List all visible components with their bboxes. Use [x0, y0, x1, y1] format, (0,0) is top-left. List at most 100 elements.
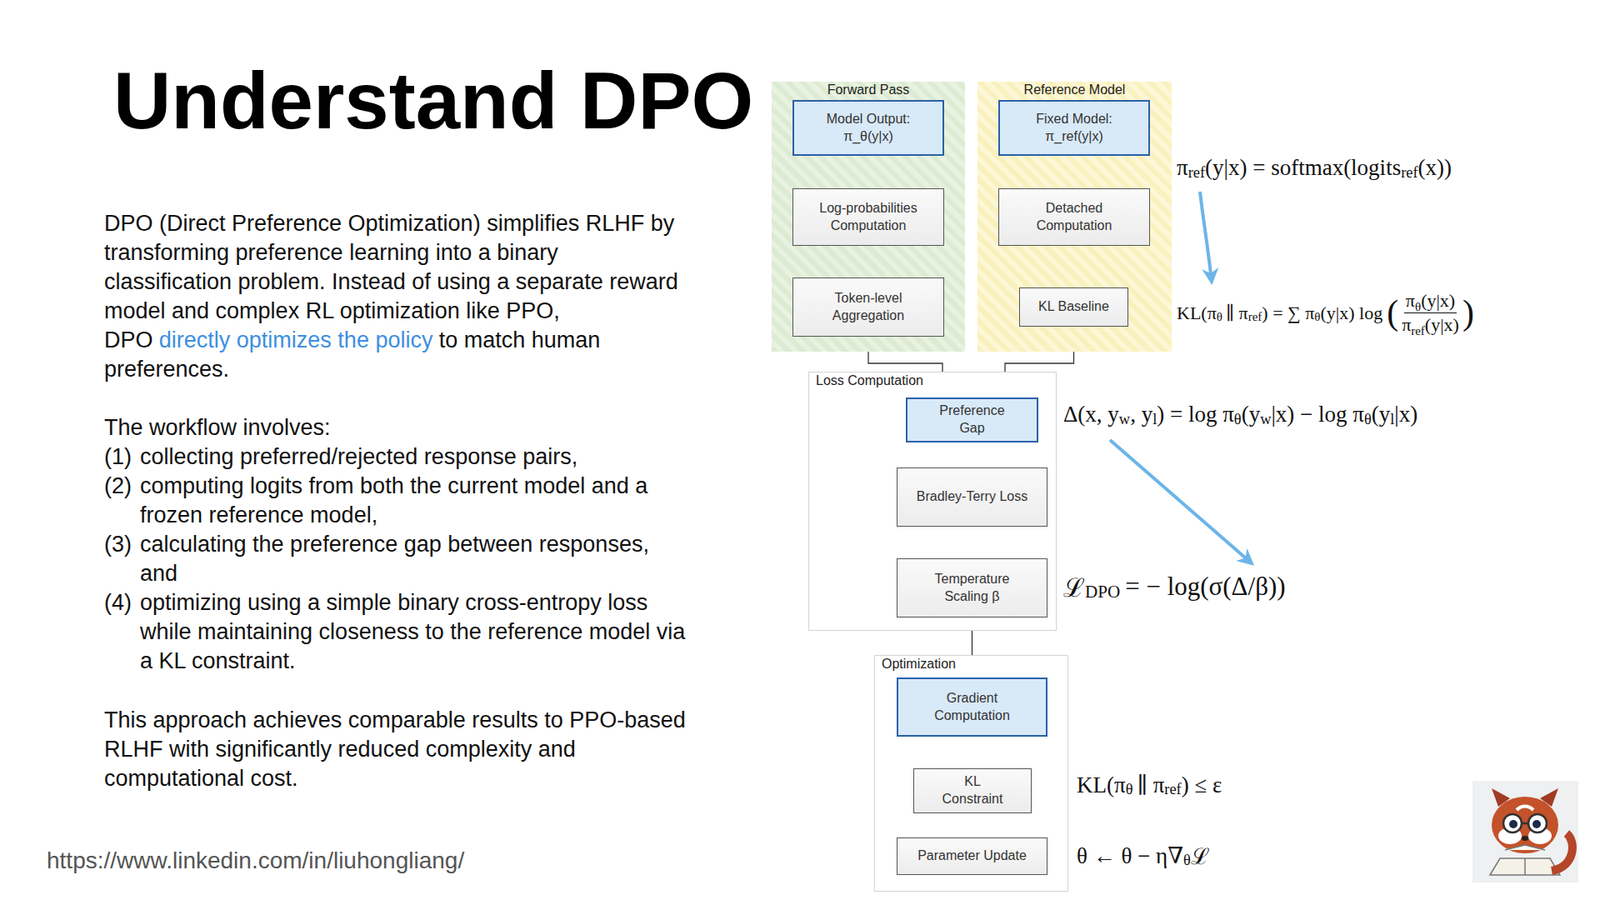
- list-text: collecting preferred/rejected response p…: [140, 442, 578, 472]
- formula-part: KL(π: [1076, 772, 1126, 799]
- formula-part: = − log(σ(Δ/β)): [1125, 571, 1285, 602]
- formula-part: θ: [1234, 410, 1242, 429]
- process-box: Bradley-Terry Loss: [896, 467, 1048, 527]
- list-text: calculating the preference gap between r…: [140, 530, 692, 589]
- formula-part: θ: [1216, 310, 1223, 325]
- formula-part: ref: [1248, 310, 1263, 325]
- formula-part: w: [1119, 410, 1130, 429]
- formula-part: (y|x) = softmax(logits: [1205, 155, 1401, 181]
- callout-arrow: [1200, 191, 1212, 282]
- formula-part: ref: [1164, 780, 1181, 799]
- math-formula: KL(πθ∥ πref) ≤ ε: [1076, 771, 1222, 799]
- callout-arrow: [1110, 440, 1252, 564]
- formula-part: (y|x): [1425, 314, 1460, 335]
- formula-part: ℒ: [1190, 840, 1210, 871]
- red-panda-avatar: [1472, 780, 1579, 883]
- list-text: computing logits from both the current m…: [140, 471, 692, 530]
- box-label: Token-level Aggregation: [811, 290, 925, 325]
- list-item: (4)optimizing using a simple binary cros…: [104, 588, 692, 676]
- math-formula: KL(πθ∥ πref) = ∑ πθ(y|x) log(πθ(y|x)πref…: [1176, 290, 1475, 336]
- formula-part: w: [1260, 410, 1271, 429]
- numerator: πθ(y|x): [1404, 290, 1457, 314]
- group-band: OptimizationGradient Computation KL Const…: [874, 655, 1069, 892]
- box-label: Fixed Model: π_ref(y|x): [1018, 110, 1130, 146]
- list-item: (3)calculating the preference gap betwee…: [104, 530, 692, 589]
- process-box: Gradient Computation: [896, 677, 1048, 737]
- formula-part: (y: [1371, 401, 1391, 428]
- group-heading: Reference Model: [977, 82, 1172, 98]
- formula-part: (: [1386, 295, 1399, 331]
- formula-part: ref: [1400, 164, 1418, 182]
- body-paragraph: This approach achieves comparable result…: [104, 705, 692, 794]
- list-heading: The workflow involves:: [104, 413, 692, 443]
- group-band: Reference ModelFixed Model: π_ref(y|x) De…: [977, 81, 1172, 352]
- math-formula: Δ(x, yw, yl) = log πθ(yw|x) − log πθ(yl|…: [1063, 401, 1418, 428]
- formula-part: |x) − log π: [1270, 401, 1365, 428]
- list-item: (2)computing logits from both the curren…: [104, 471, 692, 530]
- box-label: KL Constraint: [932, 773, 1013, 809]
- formula-part: ) ≤ ε: [1181, 772, 1223, 799]
- source-url: https://www.linkedin.com/in/liuhongliang…: [46, 846, 465, 875]
- formula-part: θ: [1314, 310, 1320, 325]
- process-box: Fixed Model: π_ref(y|x): [998, 100, 1150, 156]
- formula-part: l: [1390, 410, 1395, 429]
- process-box: Preference Gap: [905, 397, 1039, 443]
- box-label: Preference Gap: [925, 402, 1019, 438]
- list-number: (1): [104, 442, 140, 472]
- box-label: Gradient Computation: [916, 690, 1028, 725]
- group-heading: Optimization: [881, 656, 956, 672]
- body-paragraph: DPO (Direct Preference Optimization) sim…: [104, 209, 692, 385]
- list-text: optimizing using a simple binary cross-e…: [140, 588, 692, 676]
- formula-part: (y: [1241, 401, 1261, 428]
- formula-part: ℒ: [1063, 569, 1085, 605]
- workflow-list: The workflow involves:(1)collecting pref…: [104, 413, 692, 676]
- formula-part: ): [1462, 295, 1475, 331]
- box-label: Temperature Scaling β: [915, 570, 1029, 606]
- math-formula: πref(y|x) = softmax(logitsref(x)): [1176, 155, 1452, 181]
- formula-part: |x): [1394, 401, 1418, 428]
- formula-part: π: [1405, 290, 1415, 311]
- slide-title: Understand DPO: [113, 55, 754, 147]
- math-formula: θ ← θ − η∇θℒ: [1076, 840, 1210, 871]
- box-label: Model Output: π_θ(y|x): [812, 110, 925, 146]
- formula-part: θ: [1415, 300, 1421, 314]
- list-item: (1)collecting preferred/rejected respons…: [104, 442, 692, 472]
- process-box: Temperature Scaling β: [896, 558, 1048, 618]
- formula-part: , y: [1130, 401, 1153, 428]
- formula-part: θ: [1183, 851, 1191, 870]
- box-label: Bradley-Terry Loss: [916, 488, 1028, 506]
- process-box: KL Constraint: [913, 768, 1032, 814]
- formula-part: (y|x): [1420, 290, 1455, 311]
- group-heading: Forward Pass: [771, 82, 965, 98]
- formula-part: l: [1152, 410, 1157, 429]
- process-box: Log-probabilities Computation: [792, 188, 945, 246]
- list-number: (3): [104, 530, 140, 589]
- formula-part: θ: [1125, 780, 1134, 799]
- formula-part: ) = ∑ π: [1261, 302, 1315, 325]
- formula-part: θ: [1364, 410, 1372, 429]
- fraction: πθ(y|x)πref(y|x): [1400, 290, 1461, 336]
- formula-part: Δ(x, y: [1063, 401, 1120, 428]
- box-label: Detached Computation: [1017, 200, 1131, 235]
- formula-part: θ ← θ − η∇: [1076, 842, 1184, 870]
- process-box: Token-level Aggregation: [792, 277, 945, 337]
- formula-part: KL(π: [1176, 302, 1217, 325]
- group-heading: Loss Computation: [815, 373, 924, 389]
- formula-part: ∥ π: [1225, 302, 1249, 325]
- formula-part: ∥ π: [1136, 771, 1165, 799]
- formula-part: (x)): [1418, 155, 1452, 181]
- process-box: Model Output: π_θ(y|x): [792, 100, 945, 156]
- denominator: πref(y|x): [1400, 313, 1461, 336]
- list-number: (2): [104, 471, 140, 530]
- box-label: Log-probabilities Computation: [811, 200, 925, 235]
- formula-part: π: [1176, 155, 1189, 181]
- math-formula: ℒDPO= − log(σ(Δ/β)): [1063, 569, 1286, 605]
- formula-part: ref: [1188, 164, 1205, 182]
- formula-part: ref: [1410, 324, 1425, 338]
- process-box: KL Baseline: [1019, 287, 1129, 327]
- box-label: Parameter Update: [917, 847, 1027, 865]
- group-band: Loss ComputationPreference GapBradley-Te…: [808, 371, 1057, 631]
- process-box: Parameter Update: [896, 837, 1048, 875]
- highlight-text: directly optimizes the policy: [159, 327, 434, 353]
